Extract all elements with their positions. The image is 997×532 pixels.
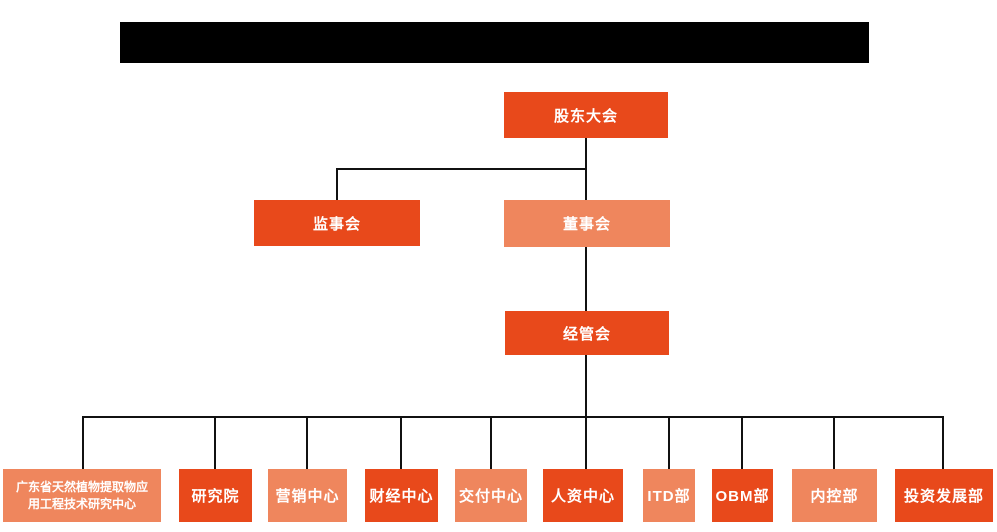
node-itd-department: ITD部: [643, 469, 695, 522]
node-label: 广东省天然植物提取物应用工程技术研究中心: [15, 479, 148, 511]
node-label: ITD部: [647, 488, 691, 505]
connector-drop-research-institute: [214, 416, 216, 469]
node-label: OBM部: [715, 488, 770, 505]
connector-drop-itd-department: [668, 416, 670, 469]
node-delivery-center: 交付中心: [455, 469, 527, 522]
node-label: 监事会: [312, 215, 361, 233]
connector-drop-marketing-center: [306, 416, 308, 469]
node-shareholders-meeting: 股东大会: [504, 92, 668, 138]
node-label: 研究院: [191, 488, 240, 505]
connector-drop-delivery-center: [490, 416, 492, 469]
node-research-institute: 研究院: [179, 469, 252, 522]
node-label: 财经中心: [369, 488, 434, 505]
node-label: 董事会: [562, 216, 611, 233]
node-label: 人资中心: [550, 488, 615, 505]
node-supervisory-board: 监事会: [254, 200, 420, 246]
connector-shareholders-down: [585, 138, 587, 169]
connector-drop-obm-department: [741, 416, 743, 469]
node-investment-dev-dept: 投资发展部: [895, 469, 993, 522]
node-finance-center: 财经中心: [365, 469, 438, 522]
node-research-center: 广东省天然植物提取物应用工程技术研究中心: [3, 469, 161, 522]
connector-drop-research-center: [82, 416, 84, 469]
node-label: 内控部: [810, 488, 859, 505]
node-management-committee: 经管会: [505, 311, 669, 355]
node-obm-department: OBM部: [712, 469, 773, 522]
redacted-title-bar: [120, 22, 869, 63]
connector-drop-investment-dev: [942, 416, 944, 469]
node-label: 经管会: [562, 325, 611, 343]
node-hr-center: 人资中心: [543, 469, 623, 522]
node-label: 交付中心: [458, 488, 523, 505]
node-label: 营销中心: [275, 488, 340, 505]
node-internal-control-dept: 内控部: [792, 469, 877, 522]
connector-drop-internal-control: [833, 416, 835, 469]
connector-level2-horizontal: [336, 168, 587, 170]
node-board-of-directors: 董事会: [504, 200, 670, 247]
connector-management-down: [585, 355, 587, 469]
node-marketing-center: 营销中心: [268, 469, 347, 522]
connector-drop-supervisory: [336, 168, 338, 200]
connector-board-to-management: [585, 247, 587, 311]
node-label: 投资发展部: [903, 488, 984, 505]
connector-drop-board: [585, 168, 587, 200]
node-label: 股东大会: [553, 107, 618, 125]
connector-drop-finance-center: [400, 416, 402, 469]
connector-level4-horizontal: [82, 416, 944, 418]
